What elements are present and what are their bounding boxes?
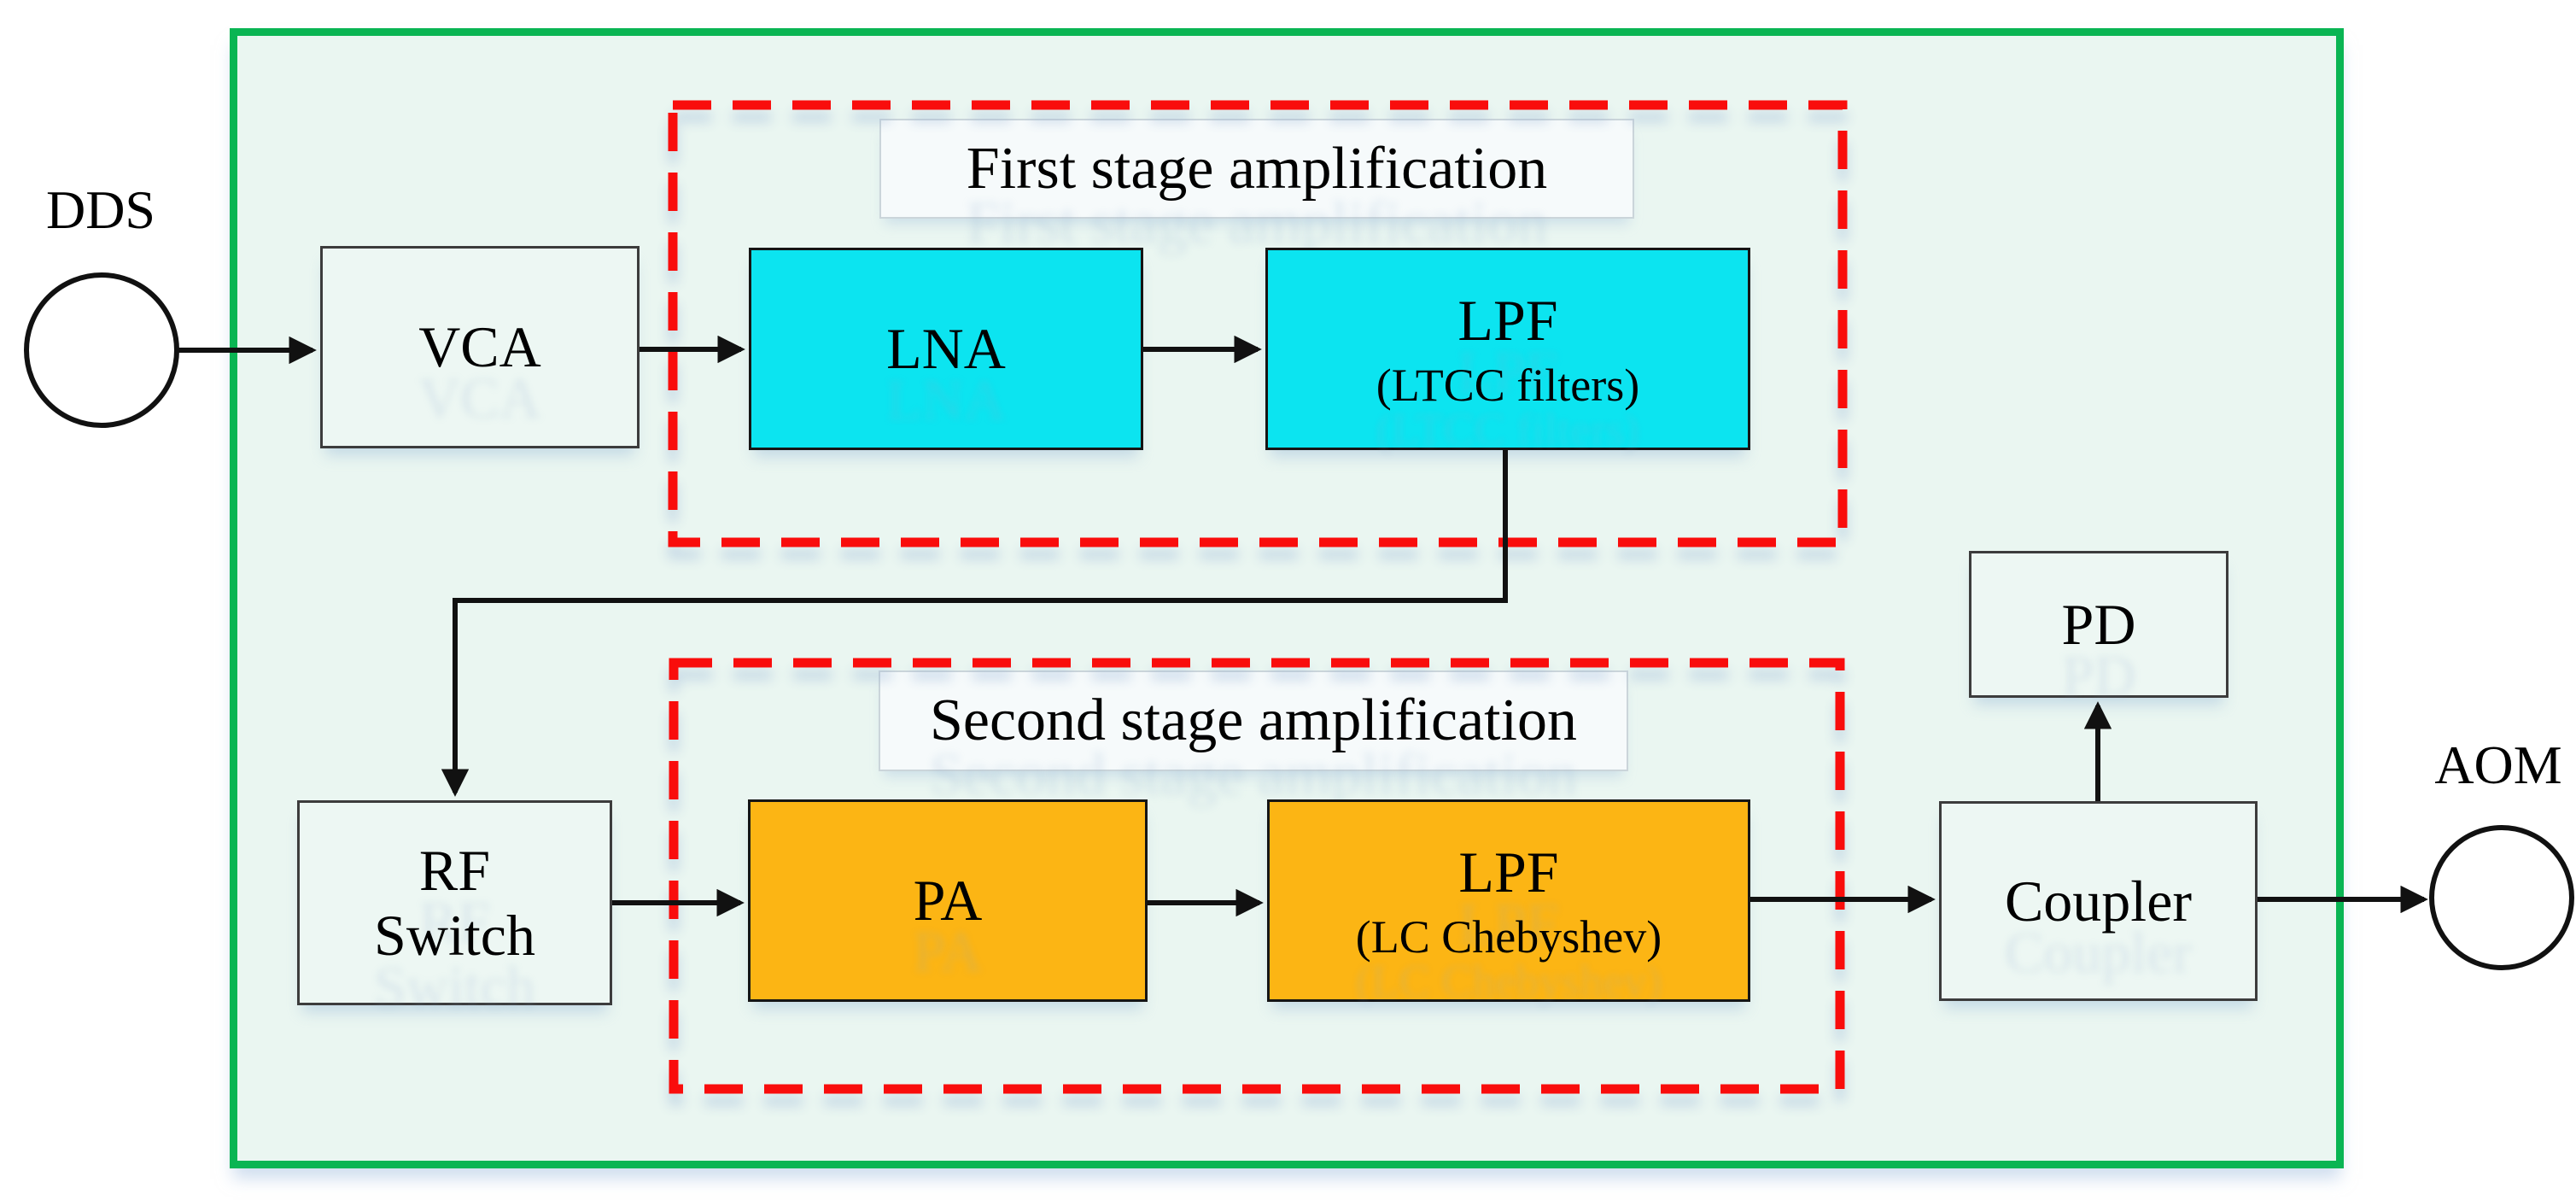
lpf-lc-chebyshev-block: LPF (LC Chebyshev)	[1267, 799, 1750, 1002]
lpf-lc-chebyshev-block-sublabel: (LC Chebyshev)	[1355, 911, 1662, 963]
pd-block: PD	[1969, 551, 2228, 698]
vca-block-label: VCA	[418, 314, 541, 380]
rf-switch-block-label-line1: RF	[418, 837, 491, 903]
first-stage-group-label: First stage amplification	[879, 119, 1634, 219]
aom-port-circle	[2429, 825, 2574, 970]
lpf-ltcc-block-label: LPF	[1457, 288, 1558, 354]
rf-switch-block-label-line2: Switch	[374, 903, 535, 968]
aom-port-label: AOM	[2434, 735, 2562, 795]
lpf-ltcc-block: LPF (LTCC filters)	[1265, 248, 1750, 450]
vca-block: VCA	[320, 246, 640, 448]
lpf-ltcc-block-sublabel: (LTCC filters)	[1376, 360, 1640, 412]
second-stage-group-label: Second stage amplification	[879, 670, 1628, 771]
second-stage-group-label-text: Second stage amplification	[929, 688, 1578, 753]
lna-block-label: LNA	[886, 316, 1006, 382]
dds-port-label: DDS	[45, 179, 156, 240]
first-stage-group-label-text: First stage amplification	[966, 135, 1548, 202]
pa-block: PA	[748, 799, 1148, 1002]
lpf-lc-chebyshev-block-label: LPF	[1458, 840, 1559, 905]
coupler-block: Coupler	[1939, 801, 2258, 1001]
dds-port-circle	[24, 272, 179, 428]
coupler-block-label: Coupler	[2004, 868, 2193, 934]
pd-block-label: PD	[2061, 591, 2136, 657]
pa-block-label: PA	[913, 868, 983, 934]
rf-switch-block: RF Switch	[297, 800, 612, 1005]
lna-block: LNA	[749, 248, 1143, 450]
